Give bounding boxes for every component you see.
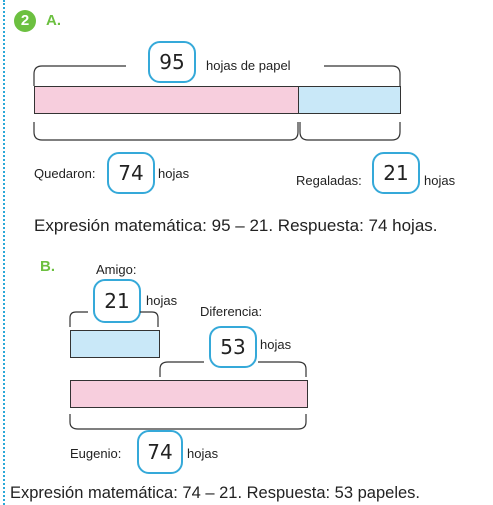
eugenio-bar [70,380,308,408]
difference-value-box: 53 [209,326,257,368]
total-value-box: 95 [148,41,196,83]
friend-value-box: 21 [93,279,141,323]
eugenio-value-box: 74 [137,430,183,474]
difference-unit: hojas [260,337,292,352]
given-value-box: 21 [372,152,420,194]
exercise-number-badge: 2 [14,10,36,32]
part-b-answer: Expresión matemática: 74 – 21. Respuesta… [10,484,420,502]
remaining-prefix: Quedaron: [34,166,96,181]
friend-bar [70,330,160,358]
given-away-bar [298,86,401,114]
eugenio-label: Eugenio: [70,446,122,461]
difference-label: Diferencia: [200,304,263,319]
remaining-bar [34,86,300,114]
total-unit-text: hojas de papel [206,58,291,73]
remaining-value-box: 74 [107,152,155,194]
part-a-answer: Expresión matemática: 95 – 21. Respuesta… [34,216,438,235]
eugenio-unit: hojas [187,446,219,461]
part-b-label: B. [40,258,55,275]
given-unit: hojas [424,173,456,188]
dotted-margin-line [3,0,5,505]
given-prefix: Regaladas: [296,173,362,188]
remaining-unit: hojas [158,166,190,181]
friend-label: Amigo: [96,262,137,277]
friend-unit: hojas [146,293,178,308]
part-a-label: A. [46,12,61,29]
